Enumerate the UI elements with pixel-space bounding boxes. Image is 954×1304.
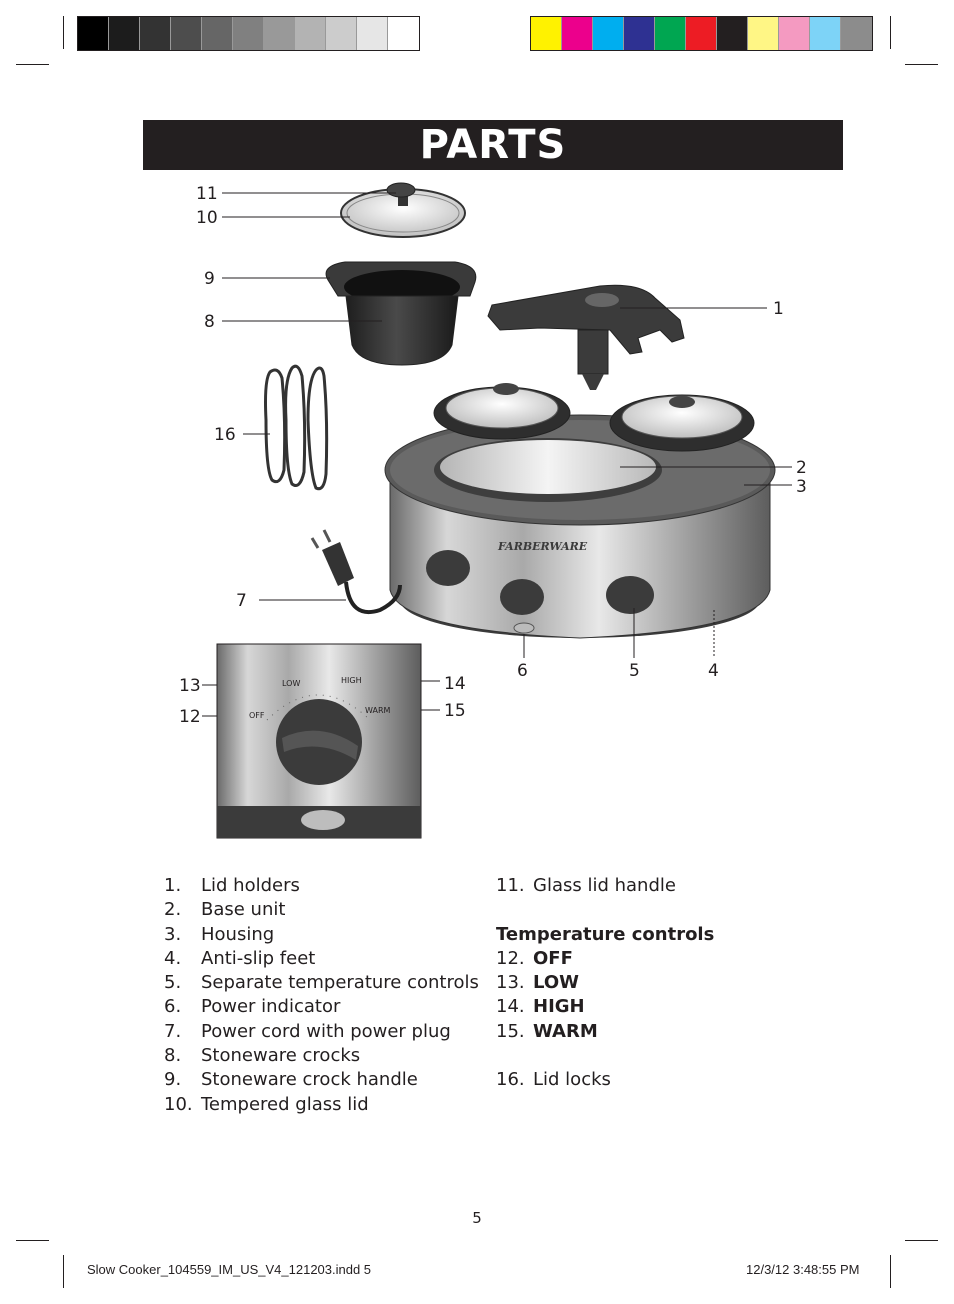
color-swatch — [264, 17, 295, 50]
list-item: 3.Housing — [164, 923, 275, 945]
grayscale-bar — [77, 16, 420, 51]
color-bar — [530, 16, 873, 51]
crop-mark — [905, 1240, 938, 1241]
list-item: 12.OFF — [496, 947, 573, 969]
page-number: 5 — [472, 1209, 482, 1227]
color-swatch — [171, 17, 202, 50]
temperature-controls-heading: Temperature controls — [496, 923, 715, 945]
dial-low-label: LOW — [282, 679, 300, 688]
color-swatch — [779, 17, 810, 50]
color-swatch — [140, 17, 171, 50]
callout-4: 4 — [708, 661, 719, 681]
footer-filename: Slow Cooker_104559_IM_US_V4_121203.indd … — [87, 1262, 372, 1277]
crop-mark — [63, 16, 64, 49]
lid-locks — [264, 364, 329, 491]
color-swatch — [593, 17, 624, 50]
callout-7: 7 — [236, 591, 247, 611]
list-item: 2.Base unit — [164, 899, 286, 921]
footer-timestamp: 12/3/12 3:48:55 PM — [746, 1262, 860, 1277]
list-item: 11.Glass lid handle — [496, 875, 676, 896]
crop-mark — [905, 64, 938, 65]
color-swatch — [624, 17, 655, 50]
list-item: 9.Stoneware crock handle — [164, 1069, 418, 1091]
callout-12: 12 — [179, 707, 201, 727]
callout-14: 14 — [444, 674, 466, 694]
callout-16: 16 — [214, 425, 236, 445]
color-swatch — [841, 17, 872, 50]
lid-holder — [487, 284, 685, 390]
list-item: 1.Lid holders — [164, 875, 300, 896]
list-item: 16.Lid locks — [496, 1069, 611, 1091]
callout-5: 5 — [629, 661, 640, 681]
color-swatch — [202, 17, 233, 50]
color-swatch — [655, 17, 686, 50]
callout-3: 3 — [796, 477, 807, 497]
callout-9: 9 — [204, 269, 215, 289]
color-swatch — [109, 17, 140, 50]
crop-mark — [890, 16, 891, 49]
glass-lid — [340, 182, 466, 238]
color-swatch — [562, 17, 593, 50]
color-swatch — [686, 17, 717, 50]
callout-10: 10 — [196, 208, 218, 228]
page-title: PARTS — [143, 120, 843, 170]
color-swatch — [810, 17, 841, 50]
list-item: 10.Tempered glass lid — [164, 1093, 369, 1115]
base-unit — [384, 383, 776, 639]
callout-15: 15 — [444, 701, 466, 721]
parts-diagram: FARBERWARE LOW HIGH OFF WARM — [202, 182, 792, 839]
color-swatch — [295, 17, 326, 50]
brand-logo: FARBERWARE — [497, 540, 588, 553]
parts-list-right: 11.Glass lid handle Temperature controls… — [496, 874, 714, 1093]
control-closeup — [216, 643, 422, 839]
callout-2: 2 — [796, 458, 807, 478]
color-swatch — [531, 17, 562, 50]
crop-mark — [63, 1255, 64, 1288]
power-cord — [310, 529, 402, 614]
color-swatch — [233, 17, 264, 50]
callout-11: 11 — [196, 184, 218, 204]
list-item: 5.Separate temperature controls — [164, 972, 479, 994]
list-item: 7.Power cord with power plug — [164, 1020, 451, 1042]
callout-8: 8 — [204, 312, 215, 332]
color-swatch — [357, 17, 388, 50]
callout-1: 1 — [773, 299, 784, 319]
list-item: 13.LOW — [496, 972, 579, 994]
list-item: 14.HIGH — [496, 996, 585, 1018]
list-item: 15.WARM — [496, 1020, 598, 1042]
list-item: 8.Stoneware crocks — [164, 1045, 361, 1067]
color-swatch — [326, 17, 357, 50]
dial-warm-label: WARM — [365, 706, 391, 715]
dial-off-label: OFF — [249, 711, 265, 720]
callout-13: 13 — [179, 676, 201, 696]
color-swatch — [78, 17, 109, 50]
dial-high-label: HIGH — [341, 676, 362, 685]
crop-mark — [890, 1255, 891, 1288]
color-swatch — [748, 17, 779, 50]
color-swatch — [388, 17, 419, 50]
list-item: 4.Anti-slip feet — [164, 947, 316, 969]
stoneware-crock — [325, 261, 477, 366]
color-swatch — [717, 17, 748, 50]
crop-mark — [16, 64, 49, 65]
crop-mark — [16, 1240, 49, 1241]
callout-6: 6 — [517, 661, 528, 681]
list-item: 6.Power indicator — [164, 996, 341, 1018]
